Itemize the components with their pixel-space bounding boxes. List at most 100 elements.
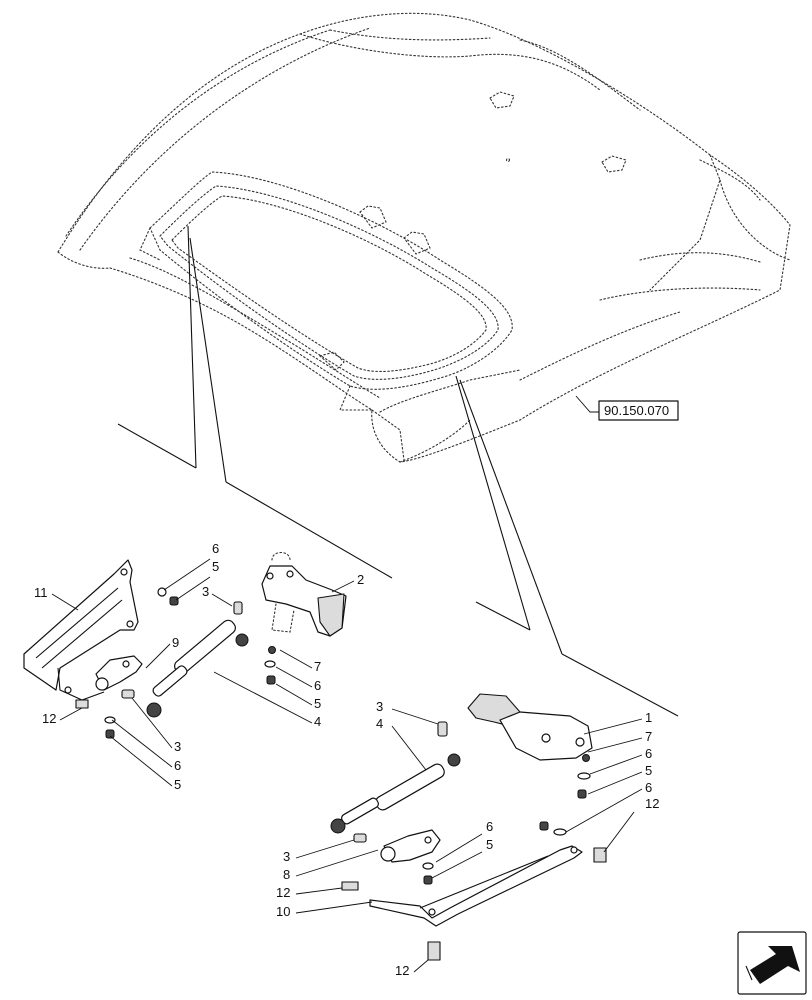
callout-number: 3 xyxy=(283,849,290,864)
callout-leader xyxy=(295,901,373,914)
clip-12-right xyxy=(593,847,607,863)
callout-leader xyxy=(331,580,355,593)
callout-number: 8 xyxy=(283,867,290,882)
callout-c-4b: 4 xyxy=(376,716,427,771)
callout-number: 6 xyxy=(645,746,652,761)
washer-6-right-top xyxy=(577,772,591,780)
callout-leader xyxy=(583,718,643,735)
callout-number: 4 xyxy=(314,714,321,729)
bracket-1 xyxy=(467,693,593,761)
callout-number: 3 xyxy=(376,699,383,714)
washer-6-right-side xyxy=(553,828,567,836)
callout-c-3d: 3 xyxy=(283,839,355,864)
callout-number: 12 xyxy=(645,796,659,811)
callout-leader xyxy=(109,735,173,787)
gas-strut-left-4 xyxy=(146,619,249,718)
callout-number: 10 xyxy=(276,904,290,919)
callout-number: 6 xyxy=(212,541,219,556)
callout-leader xyxy=(413,959,429,973)
reference-label-box: 90.150.070 xyxy=(575,395,679,421)
callout-number: 7 xyxy=(314,659,321,674)
callout-c-4a: 4 xyxy=(213,671,321,729)
callout-leader xyxy=(275,683,313,706)
callout-c-5e: 5 xyxy=(431,837,493,879)
bolt-5-left-low xyxy=(105,729,115,739)
left-bracket-11 xyxy=(23,559,139,701)
callout-c-6c: 6 xyxy=(111,719,181,773)
washer-6-right-low xyxy=(422,862,434,870)
callout-c-8: 8 xyxy=(283,849,379,882)
callout-c-11: 11 xyxy=(34,585,79,611)
callout-leader xyxy=(565,788,643,833)
callout-leader xyxy=(391,725,427,771)
bolt-3-left-top xyxy=(233,601,243,615)
callout-leader xyxy=(279,649,313,669)
nut-7-left xyxy=(268,646,276,654)
callout-leader xyxy=(51,593,79,611)
callout-leader xyxy=(213,671,313,724)
callout-leader xyxy=(431,851,483,879)
callout-leader xyxy=(163,558,211,591)
callout-number: 6 xyxy=(314,678,321,693)
detail-view-lines xyxy=(117,225,679,717)
callout-leader xyxy=(587,771,643,795)
clip-12-bottom xyxy=(427,941,441,961)
callout-leader xyxy=(435,833,483,863)
callout-leader xyxy=(295,839,355,859)
callout-c-6d: 6 xyxy=(589,746,652,775)
callout-leader xyxy=(145,643,171,669)
callout-c-6e: 6 xyxy=(565,780,652,833)
callout-c-12d: 12 xyxy=(395,959,429,978)
bolt-5-right-side xyxy=(539,821,549,831)
callout-leader xyxy=(131,697,173,749)
callout-number: 3 xyxy=(174,739,181,754)
callout-number: 3 xyxy=(202,584,209,599)
navigation-arrow-icon[interactable] xyxy=(737,931,807,995)
reference-label: 90.150.070 xyxy=(604,403,669,418)
callout-number: 11 xyxy=(34,585,48,600)
callout-c-10: 10 xyxy=(276,901,373,919)
bolt-5-left-mid xyxy=(266,675,276,685)
callout-c-12a: 12 xyxy=(42,707,83,726)
cab-roof-outline xyxy=(57,12,791,463)
callout-c-12c: 12 xyxy=(276,885,343,900)
callout-c-2: 2 xyxy=(331,572,364,593)
bolt-5-right-low xyxy=(423,875,433,885)
callout-c-7b: 7 xyxy=(587,729,652,753)
callout-c-6a: 6 xyxy=(163,541,219,591)
callout-number: 5 xyxy=(174,777,181,792)
callout-leader xyxy=(59,707,83,721)
callout-number: 2 xyxy=(357,572,364,587)
callout-c-6f: 6 xyxy=(435,819,493,863)
bolt-3-right-low xyxy=(353,833,367,843)
callout-leader xyxy=(275,666,313,688)
callout-leader xyxy=(111,719,173,768)
callout-c-3c: 3 xyxy=(376,699,439,725)
bolt-3-right-top xyxy=(437,721,448,737)
callout-number: 12 xyxy=(395,963,409,978)
callout-number: 4 xyxy=(376,716,383,731)
callout-c-12b: 12 xyxy=(603,796,659,853)
bolt-5-right-top xyxy=(577,789,587,799)
callout-leader xyxy=(211,593,233,607)
callout-c-5d: 5 xyxy=(587,763,652,795)
callout-leader xyxy=(391,708,439,725)
clip-12-center xyxy=(341,881,359,891)
callout-leader xyxy=(589,754,643,775)
bolt-5-left-top xyxy=(169,596,179,606)
right-fasteners xyxy=(341,721,607,961)
hinge-9 xyxy=(95,655,143,691)
reference-frame xyxy=(598,400,679,421)
clip-12-left xyxy=(75,699,89,709)
callout-c-3b: 3 xyxy=(131,697,181,754)
callout-number: 1 xyxy=(645,710,652,725)
gas-strut-right-4 xyxy=(330,753,461,834)
callout-number: 9 xyxy=(172,635,179,650)
callout-number: 7 xyxy=(645,729,652,744)
washer-6-left-low xyxy=(104,716,116,724)
callout-leader xyxy=(603,811,635,853)
callout-leader xyxy=(295,849,379,877)
callout-number: 5 xyxy=(645,763,652,778)
